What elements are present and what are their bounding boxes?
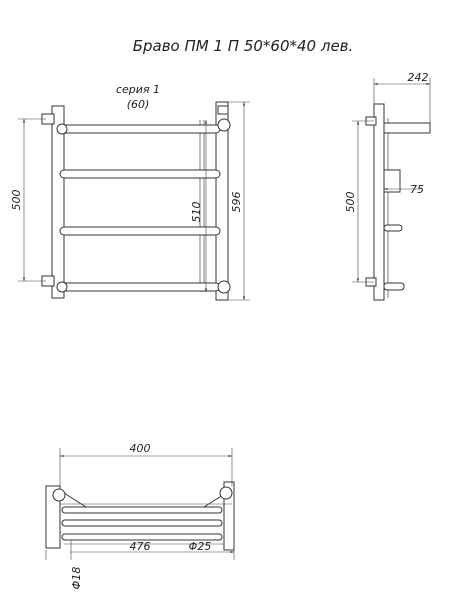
front-bar-4 <box>59 282 221 292</box>
series-label-line1: серия 1 <box>116 83 160 96</box>
front-bar-1 <box>59 124 221 134</box>
drawing-title: Браво ПМ 1 П 50*60*40 лев. <box>133 37 354 55</box>
top-view: 400 476 Φ25 Φ18 <box>45 442 235 590</box>
side-view: 242 500 75 <box>344 71 431 301</box>
front-bar-2 <box>59 169 221 179</box>
top-right-post <box>223 481 235 551</box>
dim-front-total-height: 596 <box>230 192 243 213</box>
side-shelf-top <box>383 122 431 134</box>
top-rail-1 <box>61 506 223 514</box>
side-wall-post <box>373 103 385 301</box>
front-bar-3 <box>59 226 221 236</box>
dim-front-height: 500 <box>10 190 23 211</box>
front-view: 500 510 596 <box>10 101 250 301</box>
dim-front-inner-height: 510 <box>190 202 203 223</box>
right-post <box>215 101 229 301</box>
dim-side-shelf-offset: 75 <box>410 183 424 196</box>
top-rail-2 <box>61 519 223 527</box>
top-rail-3 <box>61 533 223 541</box>
top-left-post <box>45 485 61 549</box>
left-post <box>51 105 65 299</box>
dim-connector-diameter: Φ18 <box>70 567 83 590</box>
dim-pipe-diameter: Φ25 <box>189 540 212 553</box>
dim-side-height: 500 <box>344 192 357 213</box>
dim-top-total-width: 476 <box>130 540 151 553</box>
dim-top-width: 400 <box>130 442 151 455</box>
series-label-line2: (60) <box>127 98 150 111</box>
dim-side-depth: 242 <box>408 71 429 84</box>
